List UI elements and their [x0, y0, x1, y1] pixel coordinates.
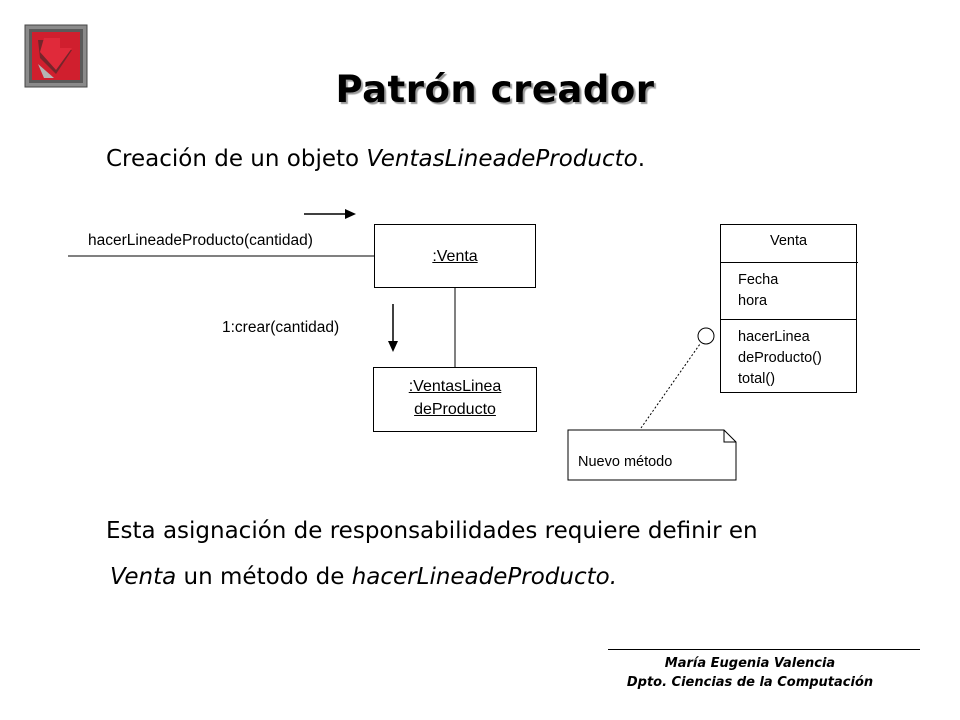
- conclusion-mid: un método de: [176, 564, 352, 590]
- subtitle-prefix: Creación de un objeto: [106, 146, 367, 172]
- class-method: hacerLinea: [738, 329, 810, 345]
- class-divider-1: [721, 262, 858, 263]
- create-message-arrowhead: [388, 341, 398, 352]
- subtitle-object-name: VentasLineadeProducto: [366, 146, 638, 172]
- class-attribute: Fecha: [738, 272, 779, 288]
- note-anchor-line: [640, 343, 701, 429]
- subtitle-suffix: .: [637, 146, 645, 172]
- logo: [24, 24, 88, 88]
- class-method: deProducto(): [738, 350, 822, 366]
- class-attribute: hora: [738, 293, 768, 309]
- conclusion-method: hacerLineadeProducto.: [351, 564, 618, 590]
- ventaslinea-instance-box: :VentasLinea deProducto: [373, 367, 537, 432]
- ventaslinea-label-line2: deProducto: [414, 401, 496, 418]
- venta-class-methods: hacerLinea deProducto() total(): [738, 327, 822, 390]
- create-message-label: 1:crear(cantidad): [222, 319, 340, 336]
- footer-author: María Eugenia Valencia: [664, 656, 836, 671]
- subtitle: Creación de un objeto VentasLineadeProdu…: [106, 146, 645, 172]
- note-anchor-circle: [697, 327, 715, 345]
- venta-instance-label: :Venta: [432, 248, 478, 265]
- incoming-message-arrowhead: [345, 209, 356, 219]
- class-method: total(): [738, 371, 776, 387]
- venta-class-attributes: Fecha hora: [738, 270, 778, 312]
- venta-class-name: Venta: [769, 233, 808, 249]
- note-fold: [723, 430, 736, 443]
- footer-rule: [608, 649, 920, 650]
- venta-class-box: Venta Fecha hora hacerLinea deProducto()…: [720, 224, 858, 393]
- footer-department: Dpto. Ciencias de la Computación: [626, 675, 874, 690]
- class-divider-2: [721, 319, 856, 320]
- ventaslinea-label-line1: :VentasLinea: [408, 378, 502, 395]
- incoming-message-label: hacerLineadeProducto(cantidad): [88, 232, 313, 249]
- conclusion-line2: Venta un método de hacerLineadeProducto.: [110, 564, 617, 590]
- note-text: Nuevo método: [578, 454, 673, 470]
- conclusion-venta: Venta: [110, 564, 177, 590]
- venta-instance-box: :Venta: [374, 224, 536, 288]
- conclusion-line1: Esta asignación de responsabilidades req…: [106, 518, 758, 544]
- note-shape: [567, 429, 737, 481]
- page-title: Patrón creador: [335, 68, 655, 111]
